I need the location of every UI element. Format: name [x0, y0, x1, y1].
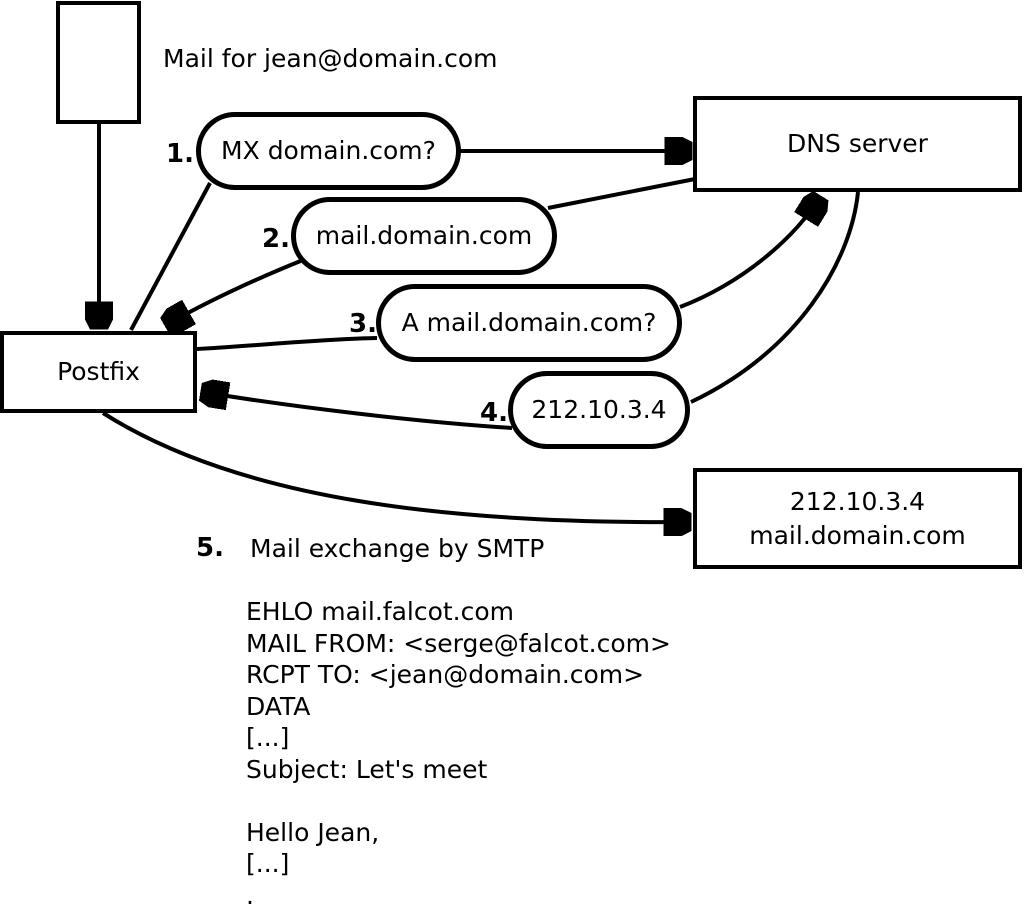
- step-1-label: MX domain.com?: [221, 136, 436, 165]
- dns-server-node: DNS server: [693, 96, 1022, 192]
- mailserver-node: 212.10.3.4 mail.domain.com: [693, 468, 1022, 569]
- mail-for-label: Mail for jean@domain.com: [163, 44, 498, 73]
- smtp-line-rcpt-to: RCPT TO: <jean@domain.com>: [246, 660, 645, 689]
- step-1-mx-query-pill: MX domain.com?: [196, 112, 461, 190]
- line-postfix-to-mx-query: [129, 182, 212, 331]
- smtp-line-hello: Hello Jean,: [246, 817, 380, 847]
- step-4-a-response-pill: 212.10.3.4: [508, 371, 690, 449]
- step-2-number: 2.: [262, 224, 290, 254]
- postfix-label: Postfix: [57, 357, 140, 386]
- line-dns-to-a-response: [690, 191, 860, 404]
- smtp-line-dot: .: [246, 880, 254, 910]
- dns-server-label: DNS server: [787, 129, 928, 158]
- mail-message-box: [56, 1, 141, 124]
- smtp-line-ellipsis-2: [...]: [246, 849, 290, 878]
- smtp-line-ellipsis-1: [...]: [246, 723, 290, 752]
- line-postfix-to-a-query: [196, 336, 378, 351]
- step-3-a-query-pill: A mail.domain.com?: [376, 284, 682, 362]
- step-3-number: 3.: [349, 309, 377, 339]
- postfix-node: Postfix: [0, 331, 197, 413]
- arrow-postfix-to-mailserver-smtp: [101, 411, 690, 522]
- step-5-label: Mail exchange by SMTP: [250, 534, 545, 563]
- line-dns-to-mx-response: [547, 177, 696, 210]
- step-4-number: 4.: [480, 398, 508, 428]
- arrow-a-response-to-postfix: [202, 392, 513, 430]
- smtp-line-mail-from: MAIL FROM: <serge@falcot.com>: [246, 628, 671, 658]
- step-3-label: A mail.domain.com?: [401, 308, 657, 337]
- step-2-label: mail.domain.com: [315, 221, 533, 250]
- mailserver-host-label: mail.domain.com: [749, 520, 966, 550]
- smtp-session-text: EHLO mail.falcot.com MAIL FROM: <serge@f…: [246, 596, 671, 911]
- step-2-mx-response-pill: mail.domain.com: [291, 197, 557, 275]
- step-1-number: 1.: [166, 139, 194, 169]
- smtp-line-ehlo: EHLO mail.falcot.com: [246, 597, 515, 626]
- step-5-number: 5.: [196, 533, 224, 563]
- smtp-line-blank: [246, 785, 671, 817]
- smtp-line-subject: Subject: Let's meet: [246, 754, 488, 784]
- mailserver-ip-label: 212.10.3.4: [789, 486, 926, 516]
- arrow-mx-response-to-postfix: [166, 258, 304, 325]
- smtp-line-data: DATA: [246, 691, 311, 721]
- arrow-a-query-to-dns: [679, 197, 820, 309]
- step-4-label: 212.10.3.4: [531, 395, 667, 424]
